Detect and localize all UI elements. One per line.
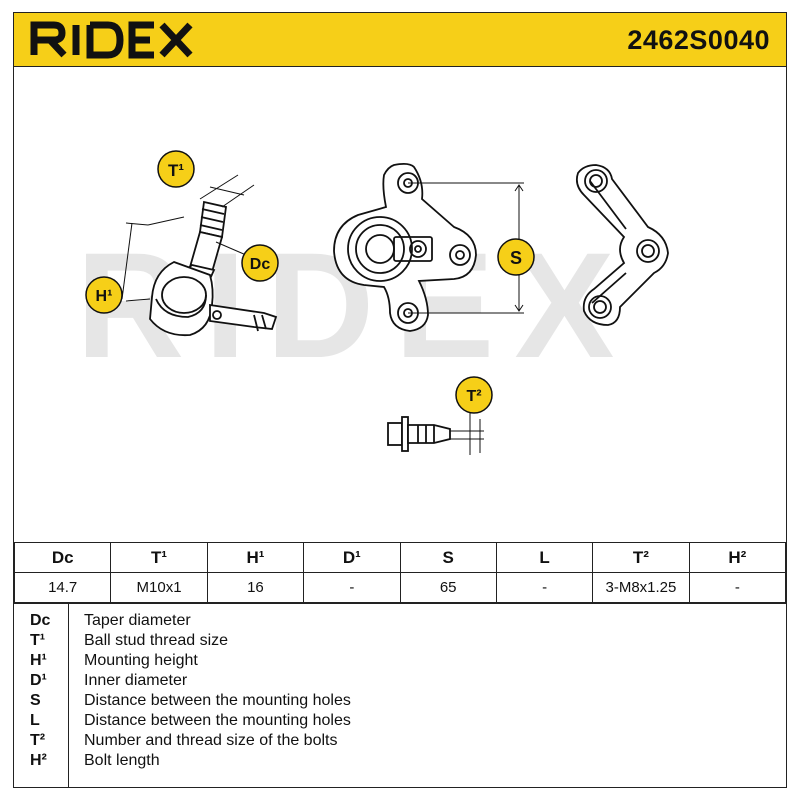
spec-value-dc: 14.7 <box>13 572 112 603</box>
spec-header-d1: D¹ <box>303 542 401 573</box>
legend-code: Dc <box>30 612 51 629</box>
legend-code: T¹ <box>30 632 46 649</box>
spec-value-h2: - <box>688 572 787 603</box>
spec-table: Dc T¹ H¹ D¹ S L T² H² 14.7 M10x1 16 - 65… <box>13 542 787 603</box>
part-number: 2462S0040 <box>627 25 770 55</box>
reinforcement-plate <box>575 164 669 326</box>
legend-row: S Distance between the mounting holes <box>14 692 786 712</box>
legend-text: Inner diameter <box>84 672 188 689</box>
legend-row: D¹ Inner diameter <box>14 672 786 692</box>
spec-header-t1: T¹ <box>110 542 208 573</box>
legend-text: Mounting height <box>84 652 198 669</box>
spec-header-t2: T² <box>592 542 690 573</box>
legend-text: Bolt length <box>84 752 160 769</box>
mounting-bolt <box>387 407 484 455</box>
legend-divider <box>68 604 69 788</box>
legend-code: S <box>30 692 41 709</box>
legend-text: Ball stud thread size <box>84 632 229 649</box>
technical-drawing: RIDEX <box>14 67 786 543</box>
spec-value-s: 65 <box>399 572 497 603</box>
legend: Dc Taper diameter T¹ Ball stud thread si… <box>14 603 786 788</box>
spec-table-header-row: Dc T¹ H¹ D¹ S L T² H² <box>13 542 787 573</box>
legend-row: H² Bolt length <box>14 752 786 772</box>
spec-value-l: - <box>495 572 594 603</box>
spec-table-value-row: 14.7 M10x1 16 - 65 - 3-M8x1.25 - <box>13 572 787 603</box>
callout-t1: T¹ <box>157 150 195 188</box>
ball-joint-top-view <box>333 162 524 332</box>
callout-h1: H¹ <box>85 276 123 314</box>
svg-text:T²: T² <box>466 388 481 405</box>
header-bar: 2462S0040 <box>14 13 786 67</box>
spec-value-t1: M10x1 <box>110 572 208 603</box>
spec-header-dc: Dc <box>13 542 112 573</box>
spec-value-h1: 16 <box>206 572 305 603</box>
legend-code: H¹ <box>30 652 47 669</box>
legend-code: H² <box>30 752 47 769</box>
callout-s: S <box>497 238 535 276</box>
legend-row: T¹ Ball stud thread size <box>14 632 786 652</box>
legend-text: Distance between the mounting holes <box>84 692 351 709</box>
ball-joint-side-view <box>121 174 278 337</box>
drawing-canvas: RIDEX <box>76 150 669 455</box>
spec-header-h2: H² <box>688 542 787 573</box>
legend-code: D¹ <box>30 672 47 689</box>
svg-text:Dc: Dc <box>250 256 271 273</box>
legend-row: H¹ Mounting height <box>14 652 786 672</box>
spec-header-s: S <box>399 542 497 573</box>
legend-text: Taper diameter <box>84 612 191 629</box>
datasheet-frame: 2462S0040 RIDEX <box>13 12 787 788</box>
legend-code: L <box>30 712 40 729</box>
legend-row: L Distance between the mounting holes <box>14 712 786 732</box>
legend-code: T² <box>30 732 46 749</box>
ridex-logo <box>30 21 193 59</box>
spec-value-t2: 3-M8x1.25 <box>592 572 690 603</box>
callout-t2: T² <box>455 376 493 414</box>
svg-text:S: S <box>510 248 522 268</box>
svg-text:T¹: T¹ <box>168 161 184 180</box>
spec-value-d1: - <box>303 572 401 603</box>
legend-row: T² Number and thread size of the bolts <box>14 732 786 752</box>
svg-text:H¹: H¹ <box>96 288 113 305</box>
callout-dc: Dc <box>241 244 279 282</box>
legend-text: Number and thread size of the bolts <box>84 732 338 749</box>
legend-text: Distance between the mounting holes <box>84 712 351 729</box>
spec-header-h1: H¹ <box>206 542 305 573</box>
legend-row: Dc Taper diameter <box>14 612 786 632</box>
spec-header-l: L <box>495 542 594 573</box>
